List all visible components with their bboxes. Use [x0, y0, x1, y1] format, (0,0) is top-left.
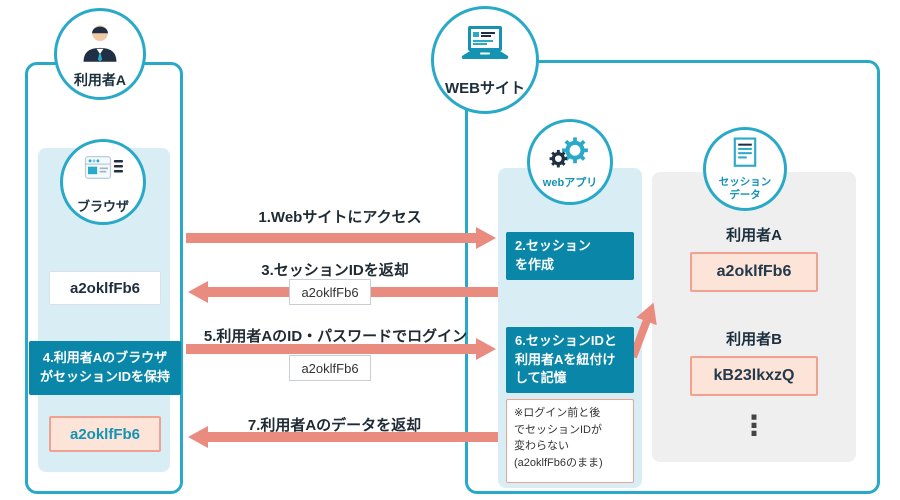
step5-token: a2oklfFb6 — [301, 360, 359, 376]
browser-avatar: ブラウザ — [60, 139, 146, 225]
step7-label: 7.利用者Aのデータを返却 — [247, 417, 422, 434]
step4-box: 4.利用者Aのブラウザ がセッションIDを保持 — [29, 341, 181, 395]
entry-user-a-name: 利用者A — [726, 227, 782, 244]
entry-user-b-session-id: kB23lkxzQ — [713, 367, 795, 384]
browser-icon — [78, 150, 128, 195]
step6-box: 6.セッションIDと 利用者Aを紐付け して記憶 — [506, 327, 634, 393]
website-label: WEBサイト — [445, 80, 525, 97]
browser-stored-session-id: a2oklfFb6 — [69, 425, 141, 443]
step2-box: 2.セッション を作成 — [506, 232, 634, 280]
user-a-label: 利用者A — [73, 71, 127, 88]
step5-token-box: a2oklfFb6 — [289, 355, 371, 381]
browser-session-id-box: a2oklfFb6 — [49, 271, 161, 305]
entry-user-b-session-box: kB23lkxzQ — [690, 356, 818, 396]
session-store-label: セッション データ — [718, 175, 772, 201]
laptop-icon — [455, 22, 515, 75]
step3-token-box: a2oklfFb6 — [289, 279, 371, 305]
session-store-avatar: セッション データ — [703, 127, 787, 211]
step1-label: 1.Webサイトにアクセス — [258, 209, 422, 226]
website-avatar: WEBサイト — [431, 6, 539, 114]
webapp-label: webアプリ — [542, 177, 598, 190]
person-icon — [74, 19, 126, 68]
browser-label: ブラウザ — [76, 198, 129, 214]
entry-user-a-session-id: a2oklfFb6 — [716, 263, 792, 280]
document-icon — [727, 136, 763, 175]
browser-session-id: a2oklfFb6 — [69, 279, 141, 297]
user-a-avatar: 利用者A — [54, 8, 146, 100]
webapp-avatar: webアプリ — [527, 119, 613, 205]
step3-label: 3.セッションIDを返却 — [261, 262, 409, 279]
entry-user-b-name: 利用者B — [726, 331, 782, 348]
browser-stored-session-id-box: a2oklfFb6 — [49, 416, 161, 452]
gears-icon — [545, 133, 595, 176]
session-note-box: ※ログイン前と後 でセッションIDが 変わらない (a2oklfFb6のまま) — [506, 399, 634, 483]
session-data-panel — [652, 172, 856, 462]
entry-user-a-session-box: a2oklfFb6 — [690, 252, 818, 292]
more-entries-ellipsis: ⋮ — [740, 410, 768, 441]
step5-label: 5.利用者AのID・パスワードでログイン — [203, 328, 468, 345]
step3-token: a2oklfFb6 — [301, 284, 359, 300]
